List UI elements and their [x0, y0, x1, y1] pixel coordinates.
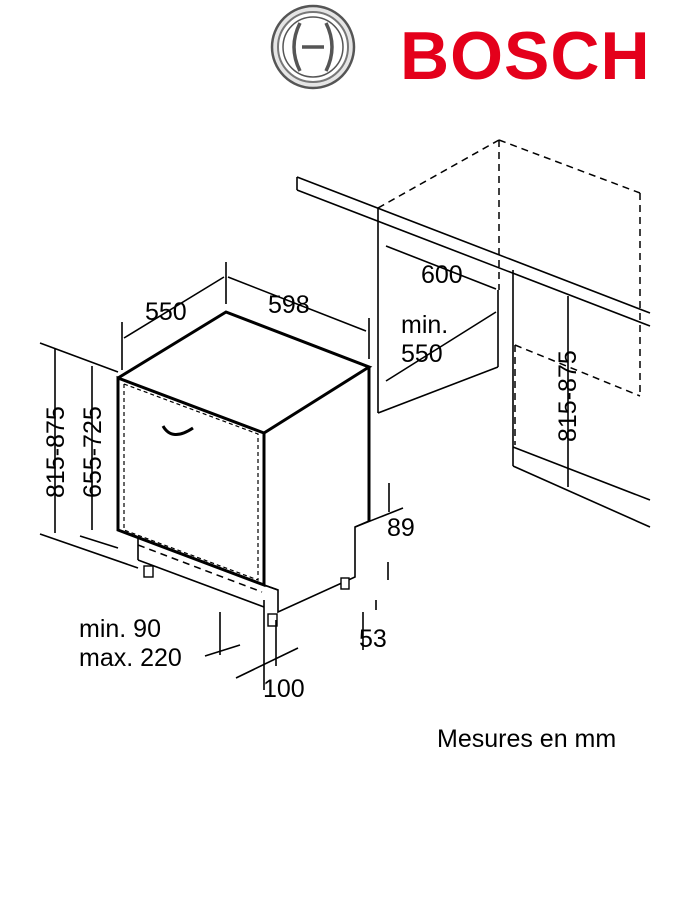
- dim-bottom-gap: 53: [359, 625, 387, 653]
- dim-niche-width: 600: [421, 261, 463, 289]
- dim-appliance-width: 598: [268, 291, 310, 319]
- dimension-lines: [39, 245, 569, 690]
- dim-plinth-max: max. 220: [79, 644, 182, 672]
- dim-top-gap: 89: [387, 514, 415, 542]
- door-handle-icon: [161, 425, 194, 436]
- units-caption: Mesures en mm: [437, 725, 616, 753]
- dim-plinth-min: min. 90: [79, 615, 161, 643]
- dim-appliance-height-inner: 655-725: [79, 406, 107, 498]
- dim-niche-min-label: min.: [401, 311, 448, 339]
- dim-niche-height: 815-875: [554, 350, 582, 442]
- dim-niche-min-value: 550: [401, 340, 443, 368]
- dishwasher-body: [116, 310, 373, 627]
- dim-plinth-depth: 100: [263, 675, 305, 703]
- bosch-armature-icon: [270, 4, 356, 90]
- dim-appliance-depth: 550: [145, 298, 187, 326]
- dim-appliance-height-outer: 815-875: [42, 406, 70, 498]
- cabinet-niche: [296, 139, 651, 528]
- brand-name: BOSCH: [400, 18, 651, 94]
